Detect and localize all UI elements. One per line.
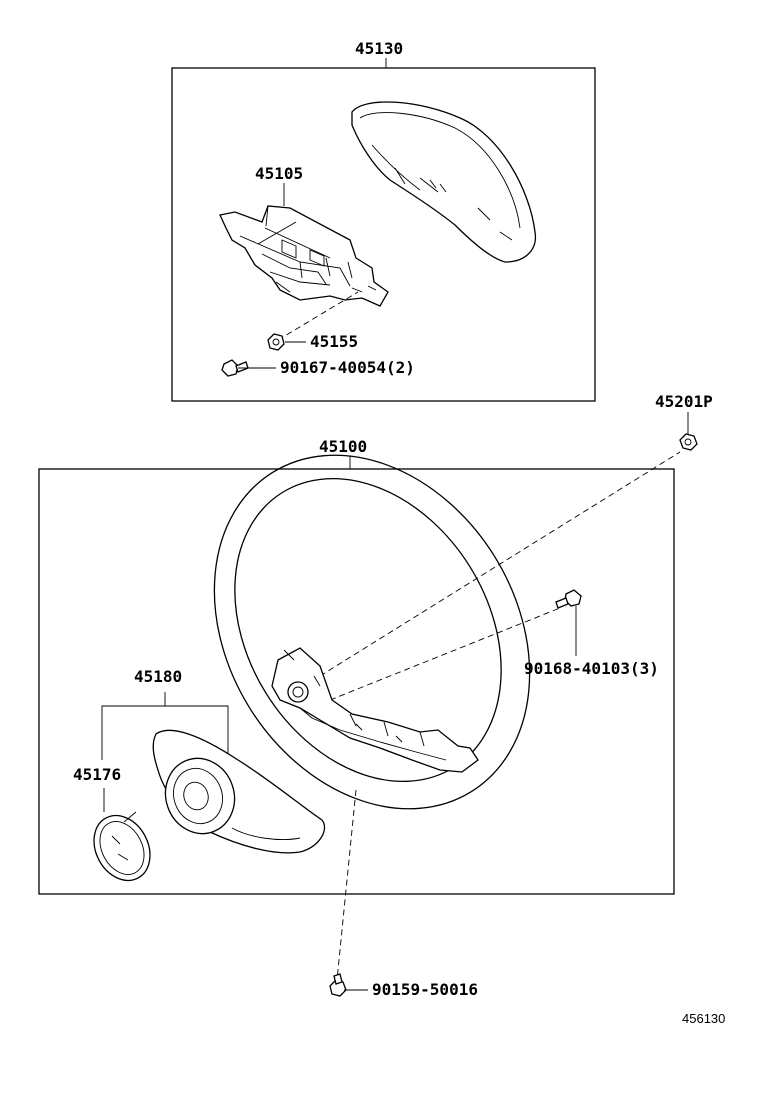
box-45130 — [171, 67, 596, 402]
box-45100 — [38, 468, 675, 895]
label-90167: 90167-40054(2) — [280, 358, 415, 377]
screw-90168 — [555, 589, 582, 656]
cover-45180: 45180 — [101, 667, 326, 854]
nut-45155 — [267, 291, 359, 351]
label-45176: 45176 — [73, 765, 121, 784]
ring-45176: 45176 — [73, 765, 151, 882]
label-45100: 45100 — [319, 437, 367, 456]
group-45100: 45100 90168-40103(3) 45180 — [38, 437, 681, 981]
bolt-90159: 90159-50016 — [329, 973, 478, 999]
horn-pad-cover — [351, 101, 537, 263]
label-90168: 90168-40103(3) — [524, 659, 659, 678]
label-45180: 45180 — [134, 667, 182, 686]
figure-number: 456130 — [682, 1011, 725, 1026]
label-45155: 45155 — [310, 332, 358, 351]
group-45130: 45130 45105 45155 — [171, 39, 596, 402]
label-45201p: 45201P — [655, 392, 713, 411]
nut-45201p: 45201P — [655, 392, 713, 451]
steering-wheel — [213, 454, 531, 810]
label-45105: 45105 — [255, 164, 303, 183]
bracket-45105 — [219, 205, 389, 307]
label-90159: 90159-50016 — [372, 980, 478, 999]
screw-90167 — [221, 359, 276, 377]
label-45130: 45130 — [355, 39, 403, 58]
